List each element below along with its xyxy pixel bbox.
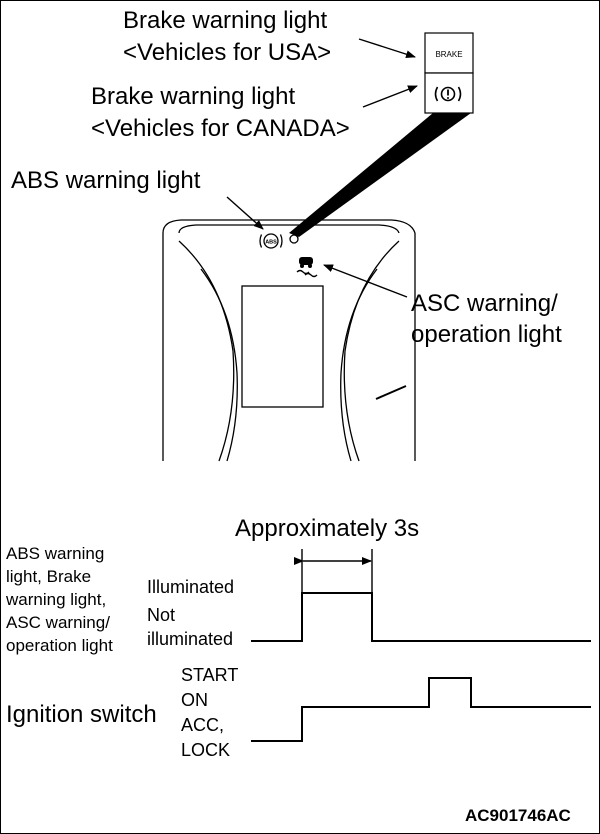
brake-canada-indicator <box>424 72 474 114</box>
signal1-name-line: ABS warning <box>6 544 105 563</box>
label-brake-usa-line2: <Vehicles for USA> <box>123 39 332 66</box>
arrow-abs <box>226 196 264 230</box>
signal1-name-line: light, Brake <box>6 567 92 586</box>
arrow-brake-usa <box>358 38 416 59</box>
signal1-name: ABS warning light, Brake warning light, … <box>6 542 113 657</box>
warning-lights-signal <box>251 592 591 642</box>
brake-indicator-text: BRAKE <box>435 50 462 59</box>
label-brake-canada-line1: Brake warning light <box>91 83 296 110</box>
signal1-name-line: operation light <box>6 636 113 655</box>
brake-indicator-panel <box>424 32 474 114</box>
state-illuminated-off: illuminated <box>147 629 234 649</box>
ignition-switch-signal <box>251 677 591 742</box>
signal1-name-line: ASC warning/ <box>6 613 110 632</box>
instrument-cluster <box>162 219 416 462</box>
state-start: START <box>181 665 239 685</box>
callout-beam <box>289 113 471 237</box>
abs-lamp-text: ABS <box>265 240 277 246</box>
label-brake-usa-line1: Brake warning light <box>123 7 328 34</box>
asc-skid-car-icon <box>296 257 318 278</box>
state-acc: ACC, <box>181 715 225 735</box>
duration-dimension <box>294 549 373 593</box>
brake-warning-symbol-icon <box>434 86 462 102</box>
brake-lamp-icon <box>289 234 299 244</box>
label-duration: Approximately 3s <box>235 515 420 542</box>
signal1-name-line: warning light, <box>6 590 107 609</box>
signal2-name: Ignition switch <box>6 701 157 728</box>
brake-usa-indicator <box>424 32 474 74</box>
label-asc-line1: ASC warning/ <box>411 290 558 317</box>
state-lock: LOCK <box>181 740 231 760</box>
document-code: AC901746AC <box>465 806 571 825</box>
label-abs-light: ABS warning light <box>11 167 201 194</box>
label-brake-canada-line2: <Vehicles for CANADA> <box>91 115 350 142</box>
arrow-brake-canada <box>362 85 418 108</box>
abs-lamp-icon <box>259 233 283 249</box>
arrow-asc <box>323 264 408 298</box>
state-on: ON <box>181 690 208 710</box>
state-illuminated: Illuminated <box>147 577 235 597</box>
label-asc-line2: operation light <box>411 321 562 348</box>
state-not: Not <box>147 605 176 625</box>
